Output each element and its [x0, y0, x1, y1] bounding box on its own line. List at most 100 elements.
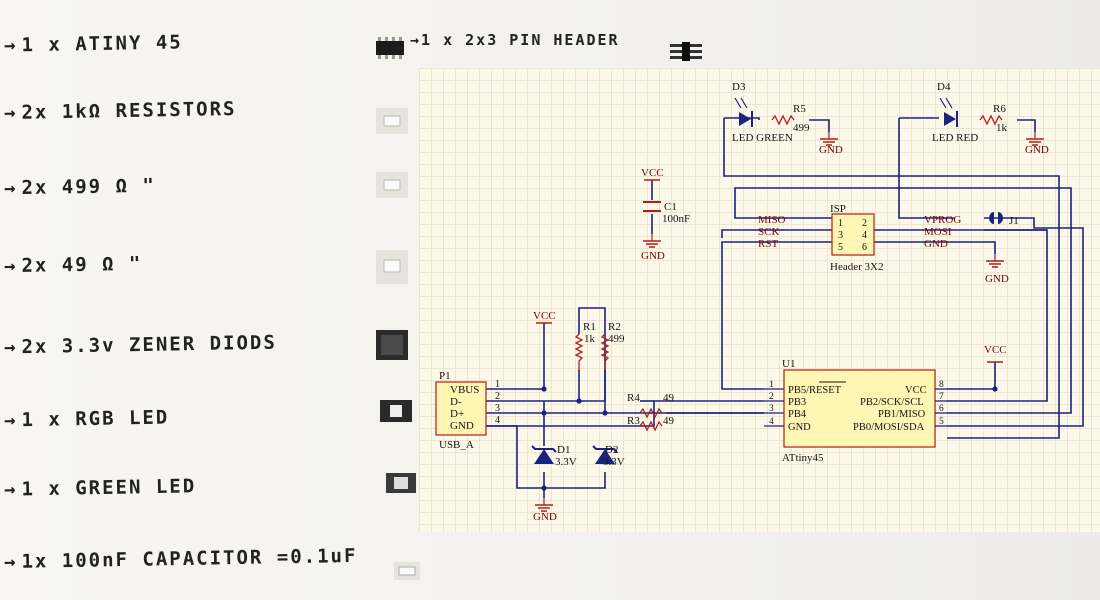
r1-ref: R1 — [583, 321, 596, 333]
p1-pin-label: GND — [450, 420, 474, 432]
isp-pin-num: 3 — [838, 230, 843, 241]
gnd-label: GND — [985, 273, 1009, 285]
p1-pin-num: 3 — [495, 403, 500, 414]
net-gnd: GND — [924, 238, 948, 250]
isp-pin-num: 6 — [862, 242, 867, 253]
net-sck: SCK — [758, 226, 779, 238]
note-line: →2x 499 Ω " — [3, 174, 157, 200]
wires — [486, 117, 1084, 498]
resistor-r3-symbol — [639, 420, 663, 432]
r2-value: 499 — [608, 333, 625, 345]
u1-pin-num: 7 — [939, 392, 944, 402]
pin-header-note: →1 x 2x3 PIN HEADER — [410, 31, 620, 49]
u1-pin-label: PB4 — [788, 409, 807, 420]
gnd-label: GND — [533, 511, 557, 523]
p1-pin-num: 4 — [495, 415, 500, 426]
vcc-label: VCC — [533, 310, 556, 322]
u1-value: ATtiny45 — [782, 452, 824, 464]
u1-pin-num: 6 — [939, 404, 944, 414]
pin-header-icon — [670, 42, 702, 61]
r3-value: 49 — [663, 415, 675, 427]
attiny45-body — [783, 369, 936, 448]
u1-ref: U1 — [782, 358, 795, 370]
r5-ref: R5 — [793, 103, 806, 115]
junction-dots — [541, 386, 998, 491]
schematic-panel: D3 LED GREEN R5 499 GND D4 LED RED R6 1k… — [419, 68, 1100, 532]
resistor-r1-symbol — [574, 333, 584, 370]
gnd-symbol — [642, 233, 662, 248]
u1-pin-label: PB3 — [788, 397, 806, 408]
d4-ref: D4 — [937, 81, 951, 93]
net-vprog: VPROG — [924, 214, 961, 226]
r6-value: 1k — [996, 122, 1008, 134]
d1-ref: D1 — [557, 444, 570, 456]
d2-value: 3.3V — [603, 456, 625, 468]
u1-pin-label: PB5/RESET — [788, 385, 842, 396]
r2-ref: R2 — [608, 321, 621, 333]
net-mosi: MOSI — [924, 226, 952, 238]
r6-ref: R6 — [993, 103, 1006, 115]
p1-pin-num: 1 — [495, 379, 500, 390]
u1-pin-num: 5 — [939, 417, 944, 427]
led-green-symbol — [734, 97, 795, 127]
isp-pin-num: 4 — [862, 230, 867, 241]
u1-pins — [764, 388, 947, 427]
gnd-label: GND — [819, 144, 843, 156]
isp-value: Header 3X2 — [830, 261, 883, 273]
r1-value: 1k — [584, 333, 596, 345]
isp-pin-num: 5 — [838, 242, 843, 253]
gnd-label: GND — [1025, 144, 1049, 156]
note-line: →1 x GREEN LED — [3, 475, 197, 501]
isp-pin-num: 1 — [838, 218, 843, 229]
p1-ref: P1 — [439, 370, 451, 382]
u1-pin-num: 2 — [769, 392, 774, 402]
resistor-49-icon — [376, 250, 408, 284]
u1-pin-label: PB2/SCK/SCL — [860, 397, 924, 408]
r3-ref: R3 — [627, 415, 640, 427]
p1-pin-label: D- — [450, 396, 462, 408]
vcc-label: VCC — [641, 167, 664, 179]
resistor-499-icon — [376, 172, 408, 198]
d2-ref: D2 — [605, 444, 618, 456]
p1-pin-label: VBUS — [450, 384, 479, 396]
u1-pin-label: PB0/MOSI/SDA — [853, 422, 925, 433]
u1-pin-label: GND — [788, 422, 811, 433]
r5-value: 499 — [793, 122, 810, 134]
r4-value: 49 — [663, 392, 675, 404]
u1-pin-num: 1 — [769, 380, 774, 390]
net-rst: RST — [758, 238, 778, 250]
resistor-r2-symbol — [600, 333, 610, 370]
d3-value: LED GREEN — [732, 132, 793, 144]
p1-value: USB_A — [439, 439, 474, 451]
c1-ref: C1 — [664, 201, 677, 213]
resistor-1k-icon — [376, 108, 408, 134]
note-line: →2x 49 Ω " — [3, 252, 143, 278]
u1-pin-num: 8 — [939, 380, 944, 390]
gnd-label: GND — [641, 250, 665, 262]
r4-ref: R4 — [627, 392, 640, 404]
net-miso: MISO — [758, 214, 786, 226]
u1-pin-label: VCC — [905, 385, 927, 396]
isp-ref: ISP — [830, 203, 846, 215]
zener-diode-icon — [376, 330, 408, 360]
usb-connector-body — [435, 381, 487, 436]
soic8-chip-icon — [376, 37, 404, 59]
capacitor-c1-symbol — [643, 201, 661, 212]
u1-pin-label: PB1/MISO — [878, 409, 926, 420]
isp-header-body — [831, 213, 875, 256]
d1-value: 3.3V — [555, 456, 577, 468]
j1-ref: J1 — [1009, 215, 1019, 227]
led-red-symbol — [939, 97, 1003, 127]
p1-pin-label: D+ — [450, 408, 464, 420]
schematic-diagram: D3 LED GREEN R5 499 GND D4 LED RED R6 1k… — [435, 81, 1084, 523]
note-line: →2x 1kΩ RESISTORS — [3, 97, 237, 125]
u1-pin-num: 4 — [769, 417, 774, 427]
gnd-symbol — [985, 253, 1005, 268]
resistor-r4-symbol — [639, 407, 663, 419]
capacitor-icon — [394, 562, 420, 580]
rgb-led-icon — [380, 400, 412, 422]
p1-pin-num: 2 — [495, 391, 500, 402]
note-line: →1 x RGB LED — [3, 406, 170, 432]
jumper-j1-symbol — [989, 212, 1003, 224]
zener-d1-symbol — [531, 445, 557, 464]
